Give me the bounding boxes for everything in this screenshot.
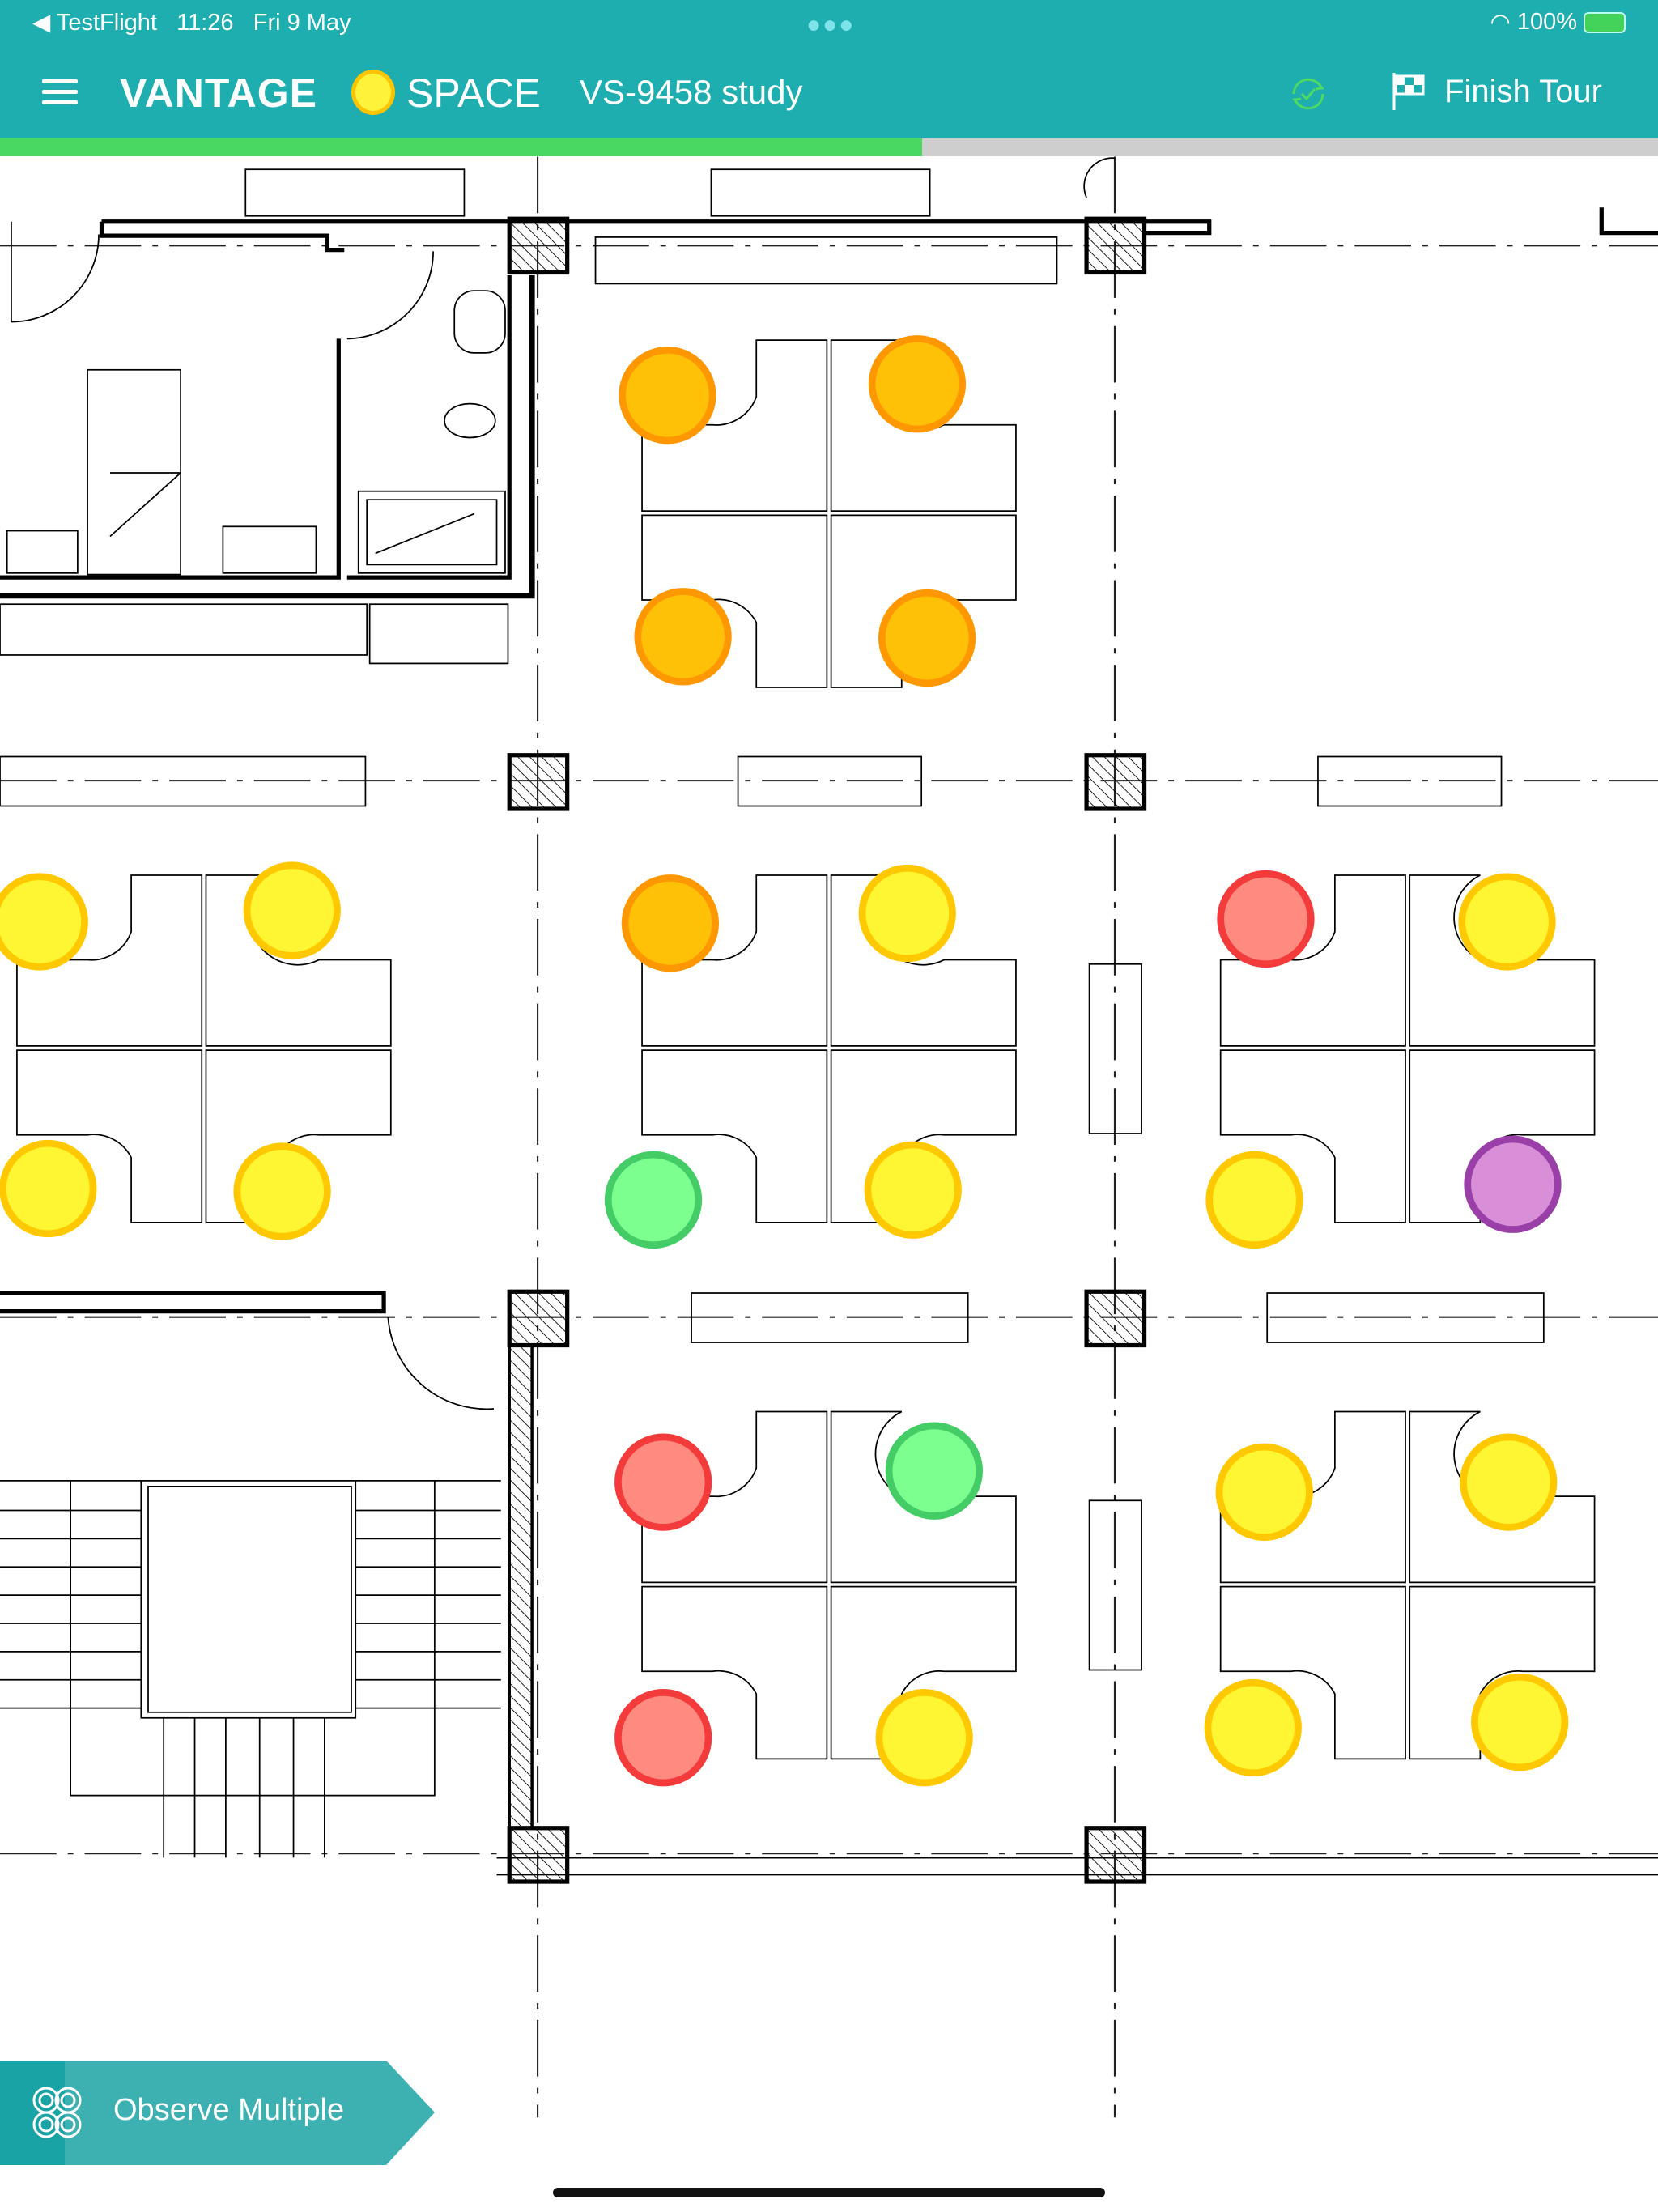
column bbox=[507, 753, 570, 811]
sync-check-icon[interactable] bbox=[1286, 71, 1331, 117]
walls bbox=[0, 157, 1658, 1876]
top-bar: ◀ TestFlight 11:26 Fri 9 May ●●● ◠ 100% … bbox=[0, 0, 1658, 138]
logo-space: SPACE bbox=[406, 70, 541, 116]
battery-percent: 100% bbox=[1516, 9, 1577, 35]
status-left: ◀ TestFlight 11:26 Fri 9 May bbox=[32, 8, 351, 36]
column bbox=[1084, 753, 1147, 811]
wifi-icon: ◠ bbox=[1490, 10, 1511, 36]
column bbox=[1084, 216, 1147, 275]
desk-status-marker-yellow[interactable] bbox=[1205, 1151, 1303, 1249]
checkered-flag-icon bbox=[1392, 73, 1425, 110]
clock: 11:26 bbox=[176, 10, 234, 36]
tour-progress-bar bbox=[0, 138, 1658, 156]
fixtures bbox=[0, 236, 1545, 1858]
finish-tour-button[interactable]: Finish Tour bbox=[1391, 71, 1602, 112]
desk-status-marker-orange[interactable] bbox=[878, 589, 976, 687]
logo-vantage: VANTAGE bbox=[120, 70, 318, 116]
desk-status-marker-yellow[interactable] bbox=[1215, 1443, 1313, 1541]
date: Fri 9 May bbox=[253, 10, 351, 36]
back-arrow-icon[interactable]: ◀ bbox=[32, 10, 51, 36]
observe-multiple-button[interactable] bbox=[0, 2061, 437, 2165]
desk-status-marker-yellow[interactable] bbox=[243, 861, 341, 959]
desk-status-marker-yellow[interactable] bbox=[0, 873, 88, 971]
desk-status-marker-yellow[interactable] bbox=[875, 1689, 973, 1787]
desk-status-marker-orange[interactable] bbox=[621, 874, 720, 972]
desk-status-marker-orange[interactable] bbox=[868, 335, 967, 433]
desk-status-marker-green[interactable] bbox=[885, 1422, 983, 1520]
status-right: ◠ 100% bbox=[1490, 8, 1626, 36]
desk-clusters bbox=[16, 339, 1596, 1760]
column bbox=[1084, 1826, 1147, 1884]
desk-status-marker-yellow[interactable] bbox=[0, 1139, 97, 1238]
observe-multiple-icon bbox=[32, 2087, 82, 2138]
battery-icon bbox=[1584, 11, 1626, 33]
home-indicator[interactable] bbox=[553, 2188, 1105, 2197]
column bbox=[507, 1826, 570, 1884]
desk-status-marker-yellow[interactable] bbox=[1458, 873, 1556, 971]
column bbox=[507, 216, 570, 275]
desk-status-marker-orange[interactable] bbox=[634, 588, 732, 686]
desk-status-marker-yellow[interactable] bbox=[864, 1141, 962, 1239]
desk-status-marker-purple[interactable] bbox=[1464, 1135, 1562, 1233]
observe-multiple-label: Observe Multiple bbox=[113, 2093, 345, 2127]
desk-status-marker-red[interactable] bbox=[614, 1433, 712, 1531]
multitask-dots-icon[interactable]: ●●● bbox=[806, 11, 856, 38]
desk-status-marker-yellow[interactable] bbox=[1471, 1673, 1569, 1772]
menu-icon[interactable] bbox=[42, 79, 78, 105]
desk-status-marker-yellow[interactable] bbox=[858, 864, 956, 963]
grid-lines bbox=[0, 156, 1658, 2118]
column bbox=[1084, 1289, 1147, 1348]
finish-tour-label: Finish Tour bbox=[1444, 73, 1602, 109]
desk-status-marker-orange[interactable] bbox=[619, 347, 716, 445]
desk-cluster bbox=[641, 1410, 1017, 1760]
desk-status-marker-yellow[interactable] bbox=[1204, 1678, 1302, 1777]
structural-columns bbox=[507, 216, 1147, 1884]
desk-status-marker-red[interactable] bbox=[614, 1689, 712, 1787]
logo-sun-icon bbox=[351, 70, 395, 115]
study-title: VS-9458 study bbox=[580, 73, 803, 111]
progress-fill bbox=[0, 138, 922, 156]
desk-status-marker-yellow[interactable] bbox=[233, 1142, 331, 1240]
desk-status-marker-yellow[interactable] bbox=[1460, 1433, 1558, 1531]
column bbox=[507, 1289, 570, 1348]
back-app-label[interactable]: TestFlight bbox=[56, 10, 157, 36]
desk-status-marker-green[interactable] bbox=[604, 1151, 703, 1249]
desk-status-marker-red[interactable] bbox=[1217, 870, 1315, 968]
